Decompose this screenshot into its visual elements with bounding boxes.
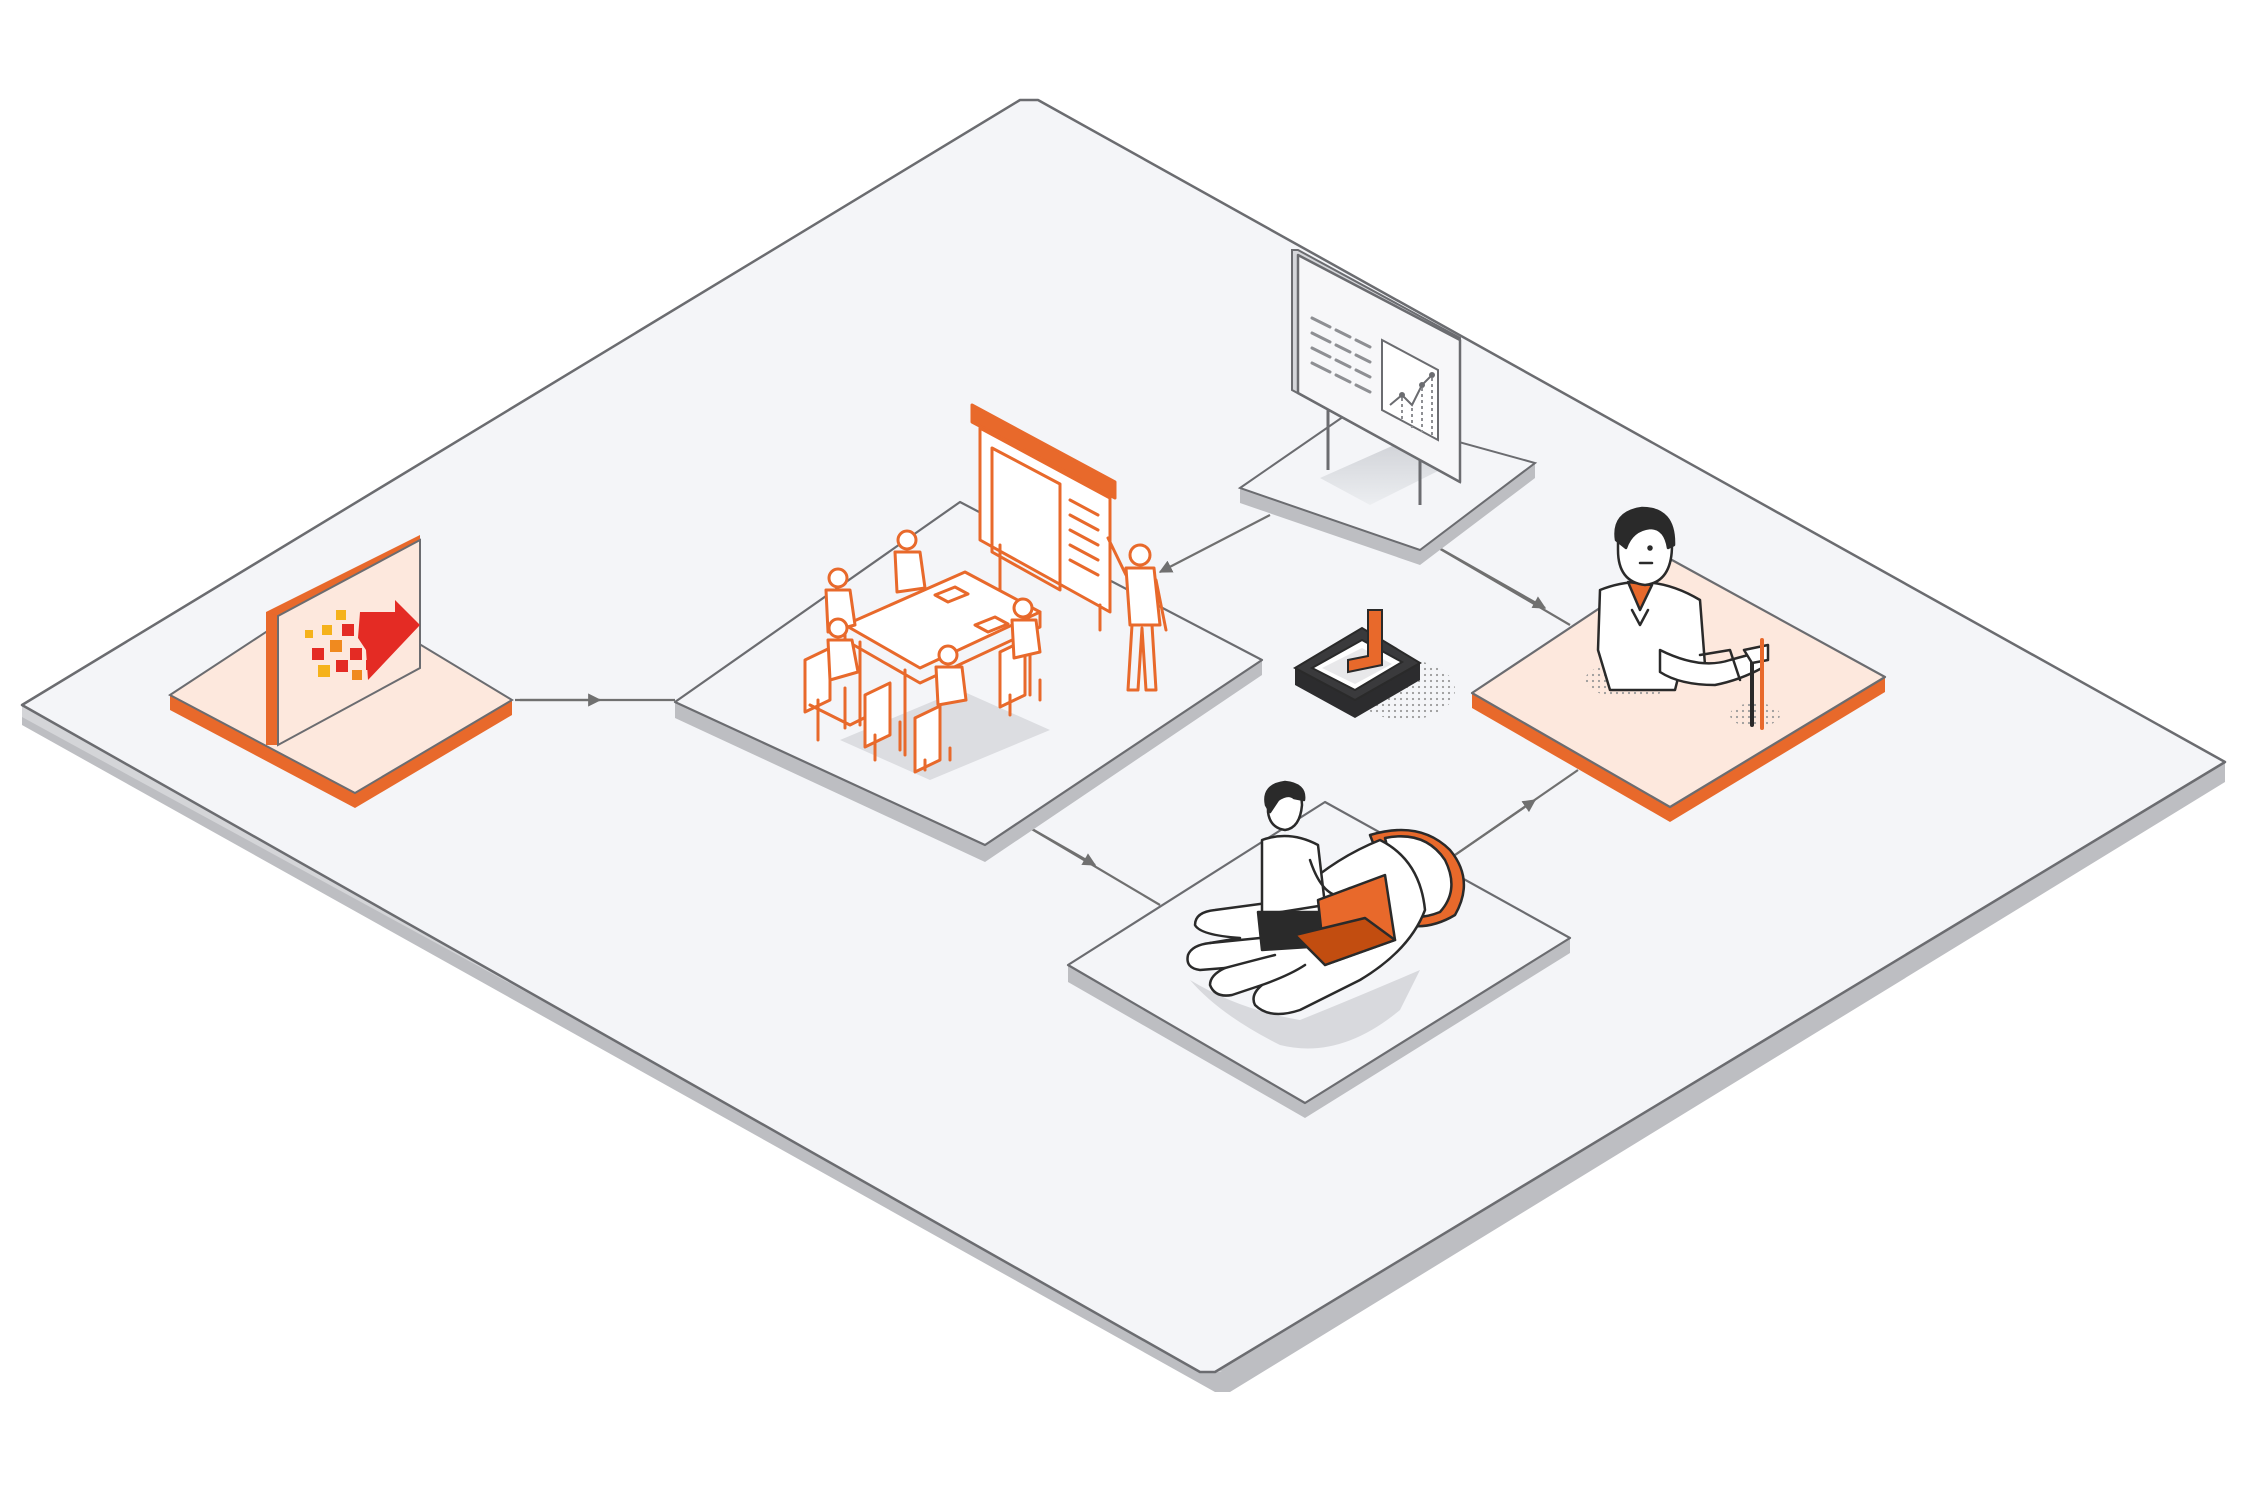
- brand-card-node: [168, 535, 514, 808]
- empowered-worker-node: [1066, 780, 1572, 1118]
- flow-arrows: [515, 514, 1579, 906]
- junction-box-icon: [1292, 609, 1422, 718]
- team-meeting-node: [673, 403, 1264, 862]
- pixel-arrow-logo-icon: [266, 535, 421, 747]
- advisor-node: [1470, 506, 1887, 822]
- decision-hub-node: [1292, 609, 1455, 720]
- analytics-dashboard-node: [1237, 249, 1538, 565]
- support-person-icon: [1585, 506, 1780, 730]
- hand-holding-worker-icon: [1186, 780, 1466, 1049]
- flow-dashboard-to-meeting: [1158, 514, 1271, 573]
- analytics-monitor-icon: [1291, 249, 1462, 505]
- meeting-room-icon: [803, 403, 1168, 780]
